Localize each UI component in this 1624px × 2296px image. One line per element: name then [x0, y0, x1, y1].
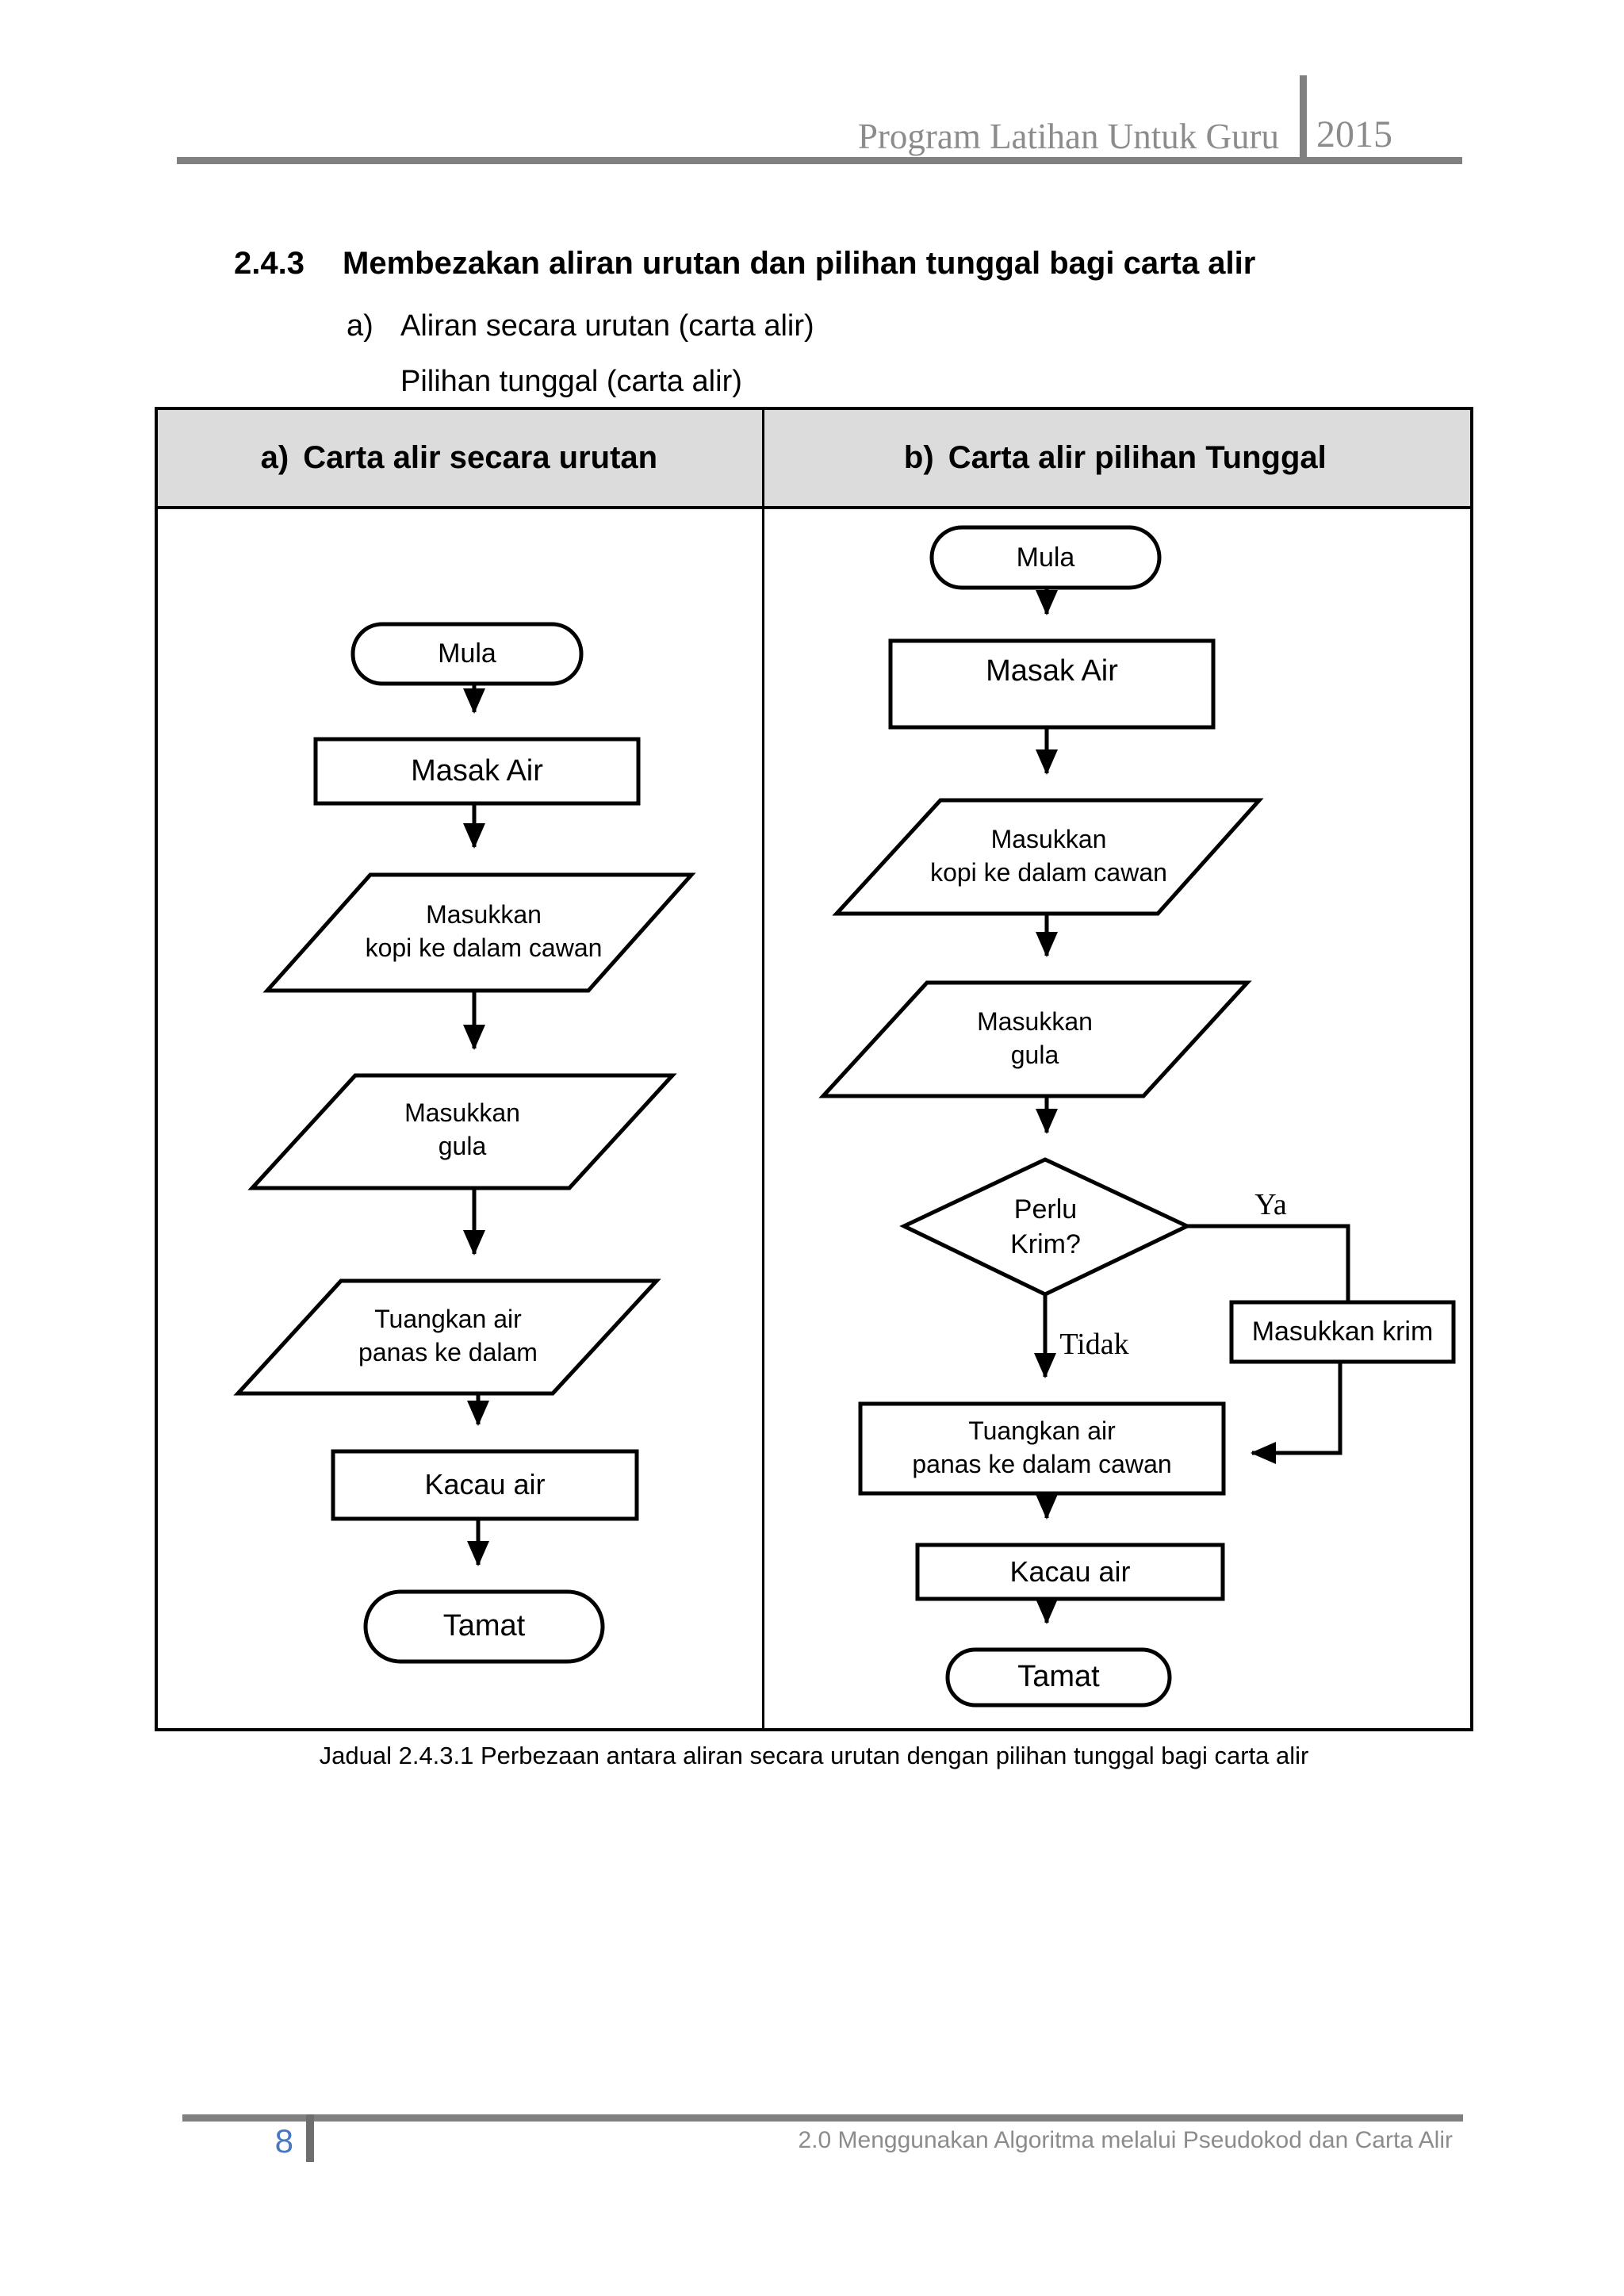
flow-a-terminator-tamat: [363, 1589, 605, 1664]
flow-b-label-tuangkan: Tuangkan air panas ke dalam cawan: [912, 1416, 1172, 1478]
flow-a-label-mula: Mula: [438, 638, 496, 669]
flow-a-label-gula: Masukkan gula: [404, 1098, 520, 1160]
header-separator-bar: [1300, 75, 1307, 163]
footer-page-number: 8: [274, 2122, 293, 2160]
flow-a-label-kacau-air: Kacau air: [424, 1468, 546, 1501]
flow-b-io-kopi: [832, 798, 1264, 916]
table-header-col-a: a) Carta alir secara urutan: [158, 410, 760, 506]
table-caption: Jadual 2.4.3.1 Perbezaan antara aliran s…: [319, 1742, 1309, 1769]
flow-b-label-tamat: Tamat: [1017, 1660, 1100, 1694]
flow-b-branch-ya-line: [1187, 1224, 1350, 1301]
comparison-table: a) Carta alir secara urutan b) Carta ali…: [155, 407, 1473, 1731]
list-item-a-text: Aliran secara urutan (carta alir): [400, 309, 814, 343]
footer-rule-line: [182, 2114, 1463, 2122]
flow-b-process-masak-air: [888, 638, 1216, 730]
flow-b-process-kacau-air: [915, 1543, 1225, 1601]
flow-b-label-tidak: Tidak: [1059, 1327, 1129, 1361]
flow-b-io-gula: [818, 980, 1252, 1098]
list-item-b-text: Pilihan tunggal (carta alir): [400, 365, 742, 398]
flow-b-label-masak-air: Masak Air: [986, 654, 1118, 688]
flow-a-io-gula: [247, 1073, 677, 1190]
flow-a-io-tuangkan: [233, 1278, 661, 1396]
flow-b-label-krim: Masukkan krim: [1251, 1317, 1434, 1347]
flow-b-label-kopi: Masukkan kopi ke dalam cawan: [930, 825, 1167, 887]
col-b-title: Carta alir pilihan Tunggal: [948, 440, 1327, 475]
flow-a-terminator-mula: [350, 622, 584, 686]
header-year: 2015: [1316, 113, 1392, 155]
flow-a-process-kacau-air: [331, 1449, 639, 1521]
flow-b-terminator-tamat: [945, 1647, 1172, 1708]
flow-a-io-kopi: [262, 872, 696, 993]
table-column-divider: [762, 410, 764, 1728]
flow-b-label-kacau-air: Kacau air: [1009, 1554, 1131, 1588]
footer-separator-bar: [306, 2114, 314, 2162]
col-b-marker: b): [903, 440, 934, 475]
flow-b-label-decision: Perlu Krim?: [1010, 1194, 1081, 1259]
flow-b-label-ya: Ya: [1254, 1187, 1287, 1221]
flow-b-label-gula: Masukkan gula: [977, 1007, 1093, 1069]
flow-a-label-kopi: Masukkan kopi ke dalam cawan: [365, 900, 603, 962]
flow-b-process-tuangkan: [858, 1401, 1226, 1496]
list-item-a-marker: a): [347, 309, 373, 343]
col-a-title: Carta alir secara urutan: [303, 440, 658, 475]
section-title: Membezakan aliran urutan dan pilihan tun…: [343, 246, 1256, 281]
flow-a-label-tamat: Tamat: [442, 1609, 526, 1643]
table-header-row: a) Carta alir secara urutan b) Carta ali…: [158, 410, 1470, 509]
flow-b-label-mula: Mula: [1016, 542, 1075, 573]
header-title: Program Latihan Untuk Guru: [857, 117, 1279, 156]
flow-b-process-masukkan-krim: [1229, 1300, 1456, 1364]
flow-a-label-tuangkan: Tuangkan air panas ke dalam: [358, 1305, 538, 1366]
flow-a-process-masak-air: [313, 737, 641, 806]
flow-a-label-masak-air: Masak Air: [411, 753, 543, 788]
section-number: 2.4.3: [234, 246, 304, 281]
table-header-col-b: b) Carta alir pilihan Tunggal: [760, 410, 1470, 506]
footer-text: 2.0 Menggunakan Algoritma melalui Pseudo…: [798, 2127, 1454, 2153]
col-a-marker: a): [260, 440, 289, 475]
flow-b-branch-krim-return-line: [1251, 1362, 1342, 1464]
header-rule-line: [177, 157, 1462, 164]
